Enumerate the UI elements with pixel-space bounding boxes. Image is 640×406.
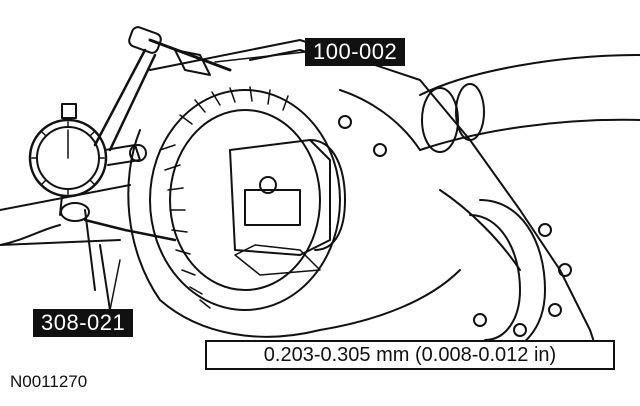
housing-edge (0, 184, 131, 311)
ring-gear (149, 86, 341, 311)
leader-lines (109, 51, 306, 311)
magnetic-base-stand (93, 26, 232, 152)
backlash-specification: 0.203-0.305 mm (0.008-0.012 in) (205, 340, 615, 370)
tool-label-308-021: 308-021 (33, 309, 134, 337)
figure-id: N0011270 (10, 372, 88, 391)
carrier-housing (127, 39, 601, 361)
differential-case (229, 139, 346, 276)
axle-tube (419, 54, 640, 153)
tool-label-100-002: 100-002 (305, 38, 406, 66)
